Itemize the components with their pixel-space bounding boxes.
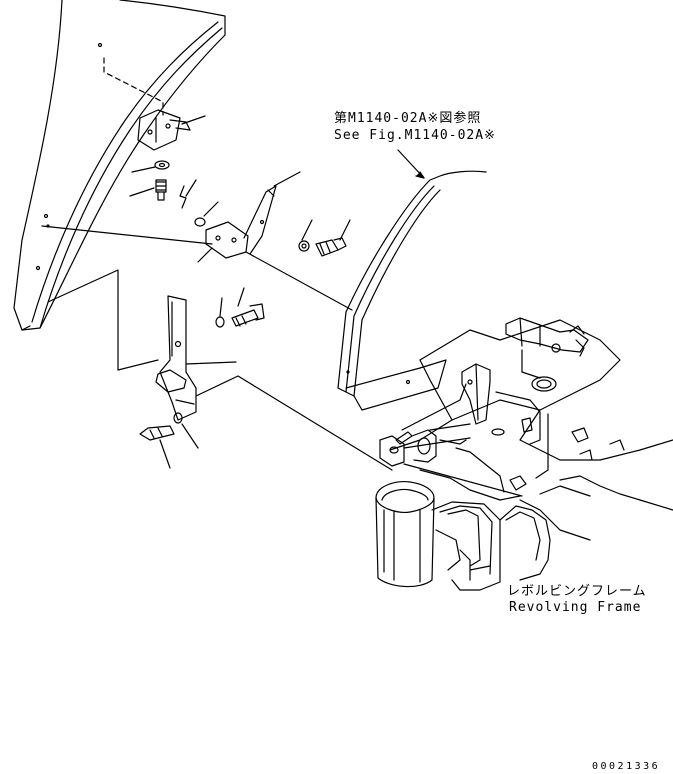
washer-hole — [158, 162, 166, 168]
leader-line — [181, 115, 206, 125]
bolt — [315, 237, 347, 257]
leader-line — [203, 201, 219, 217]
washer-hole — [301, 243, 307, 249]
frame-label-jp: レボルビングフレーム — [507, 584, 647, 599]
leader-line — [273, 171, 301, 187]
leader-line — [219, 297, 223, 317]
assembly-line — [401, 383, 467, 431]
assembly-line — [47, 269, 159, 371]
assembly-line — [245, 251, 353, 311]
lower-bracket — [155, 295, 197, 421]
assembly-line — [195, 375, 393, 471]
assembly-line — [429, 423, 471, 431]
reference-fender — [337, 170, 487, 411]
fender-cover — [13, 0, 226, 331]
leader-line — [181, 423, 199, 449]
leader-line — [197, 247, 213, 263]
document-number: 00021336 — [592, 761, 661, 772]
washer — [154, 160, 170, 170]
leader-line — [185, 179, 197, 197]
spring-pin — [179, 185, 187, 209]
alignment-line — [103, 57, 164, 116]
leader-line — [131, 166, 156, 173]
bolt — [155, 179, 167, 201]
frame-label-en: Revolving Frame — [509, 600, 642, 615]
middle-bracket — [205, 185, 277, 259]
leader-line — [159, 439, 171, 469]
leader-line — [339, 219, 351, 241]
leader-arrow — [415, 171, 425, 179]
washer — [194, 217, 206, 227]
washer — [298, 240, 310, 252]
leader-line — [185, 361, 237, 365]
washer — [215, 316, 225, 328]
upper-bracket — [137, 109, 191, 151]
leader-line — [301, 219, 313, 241]
leader-line — [129, 187, 155, 197]
leader-line — [237, 287, 245, 307]
assembly-line — [403, 463, 523, 497]
bolt — [139, 425, 175, 441]
bolt — [231, 303, 265, 327]
revolving-frame — [375, 317, 673, 591]
assembly-line — [41, 225, 213, 245]
reference-label-en: See Fig.M1140-02A※ — [334, 128, 496, 143]
washer — [173, 412, 183, 424]
reference-label-jp: 第M1140-02A※図参照 — [334, 111, 482, 126]
assembly-line — [403, 437, 471, 449]
